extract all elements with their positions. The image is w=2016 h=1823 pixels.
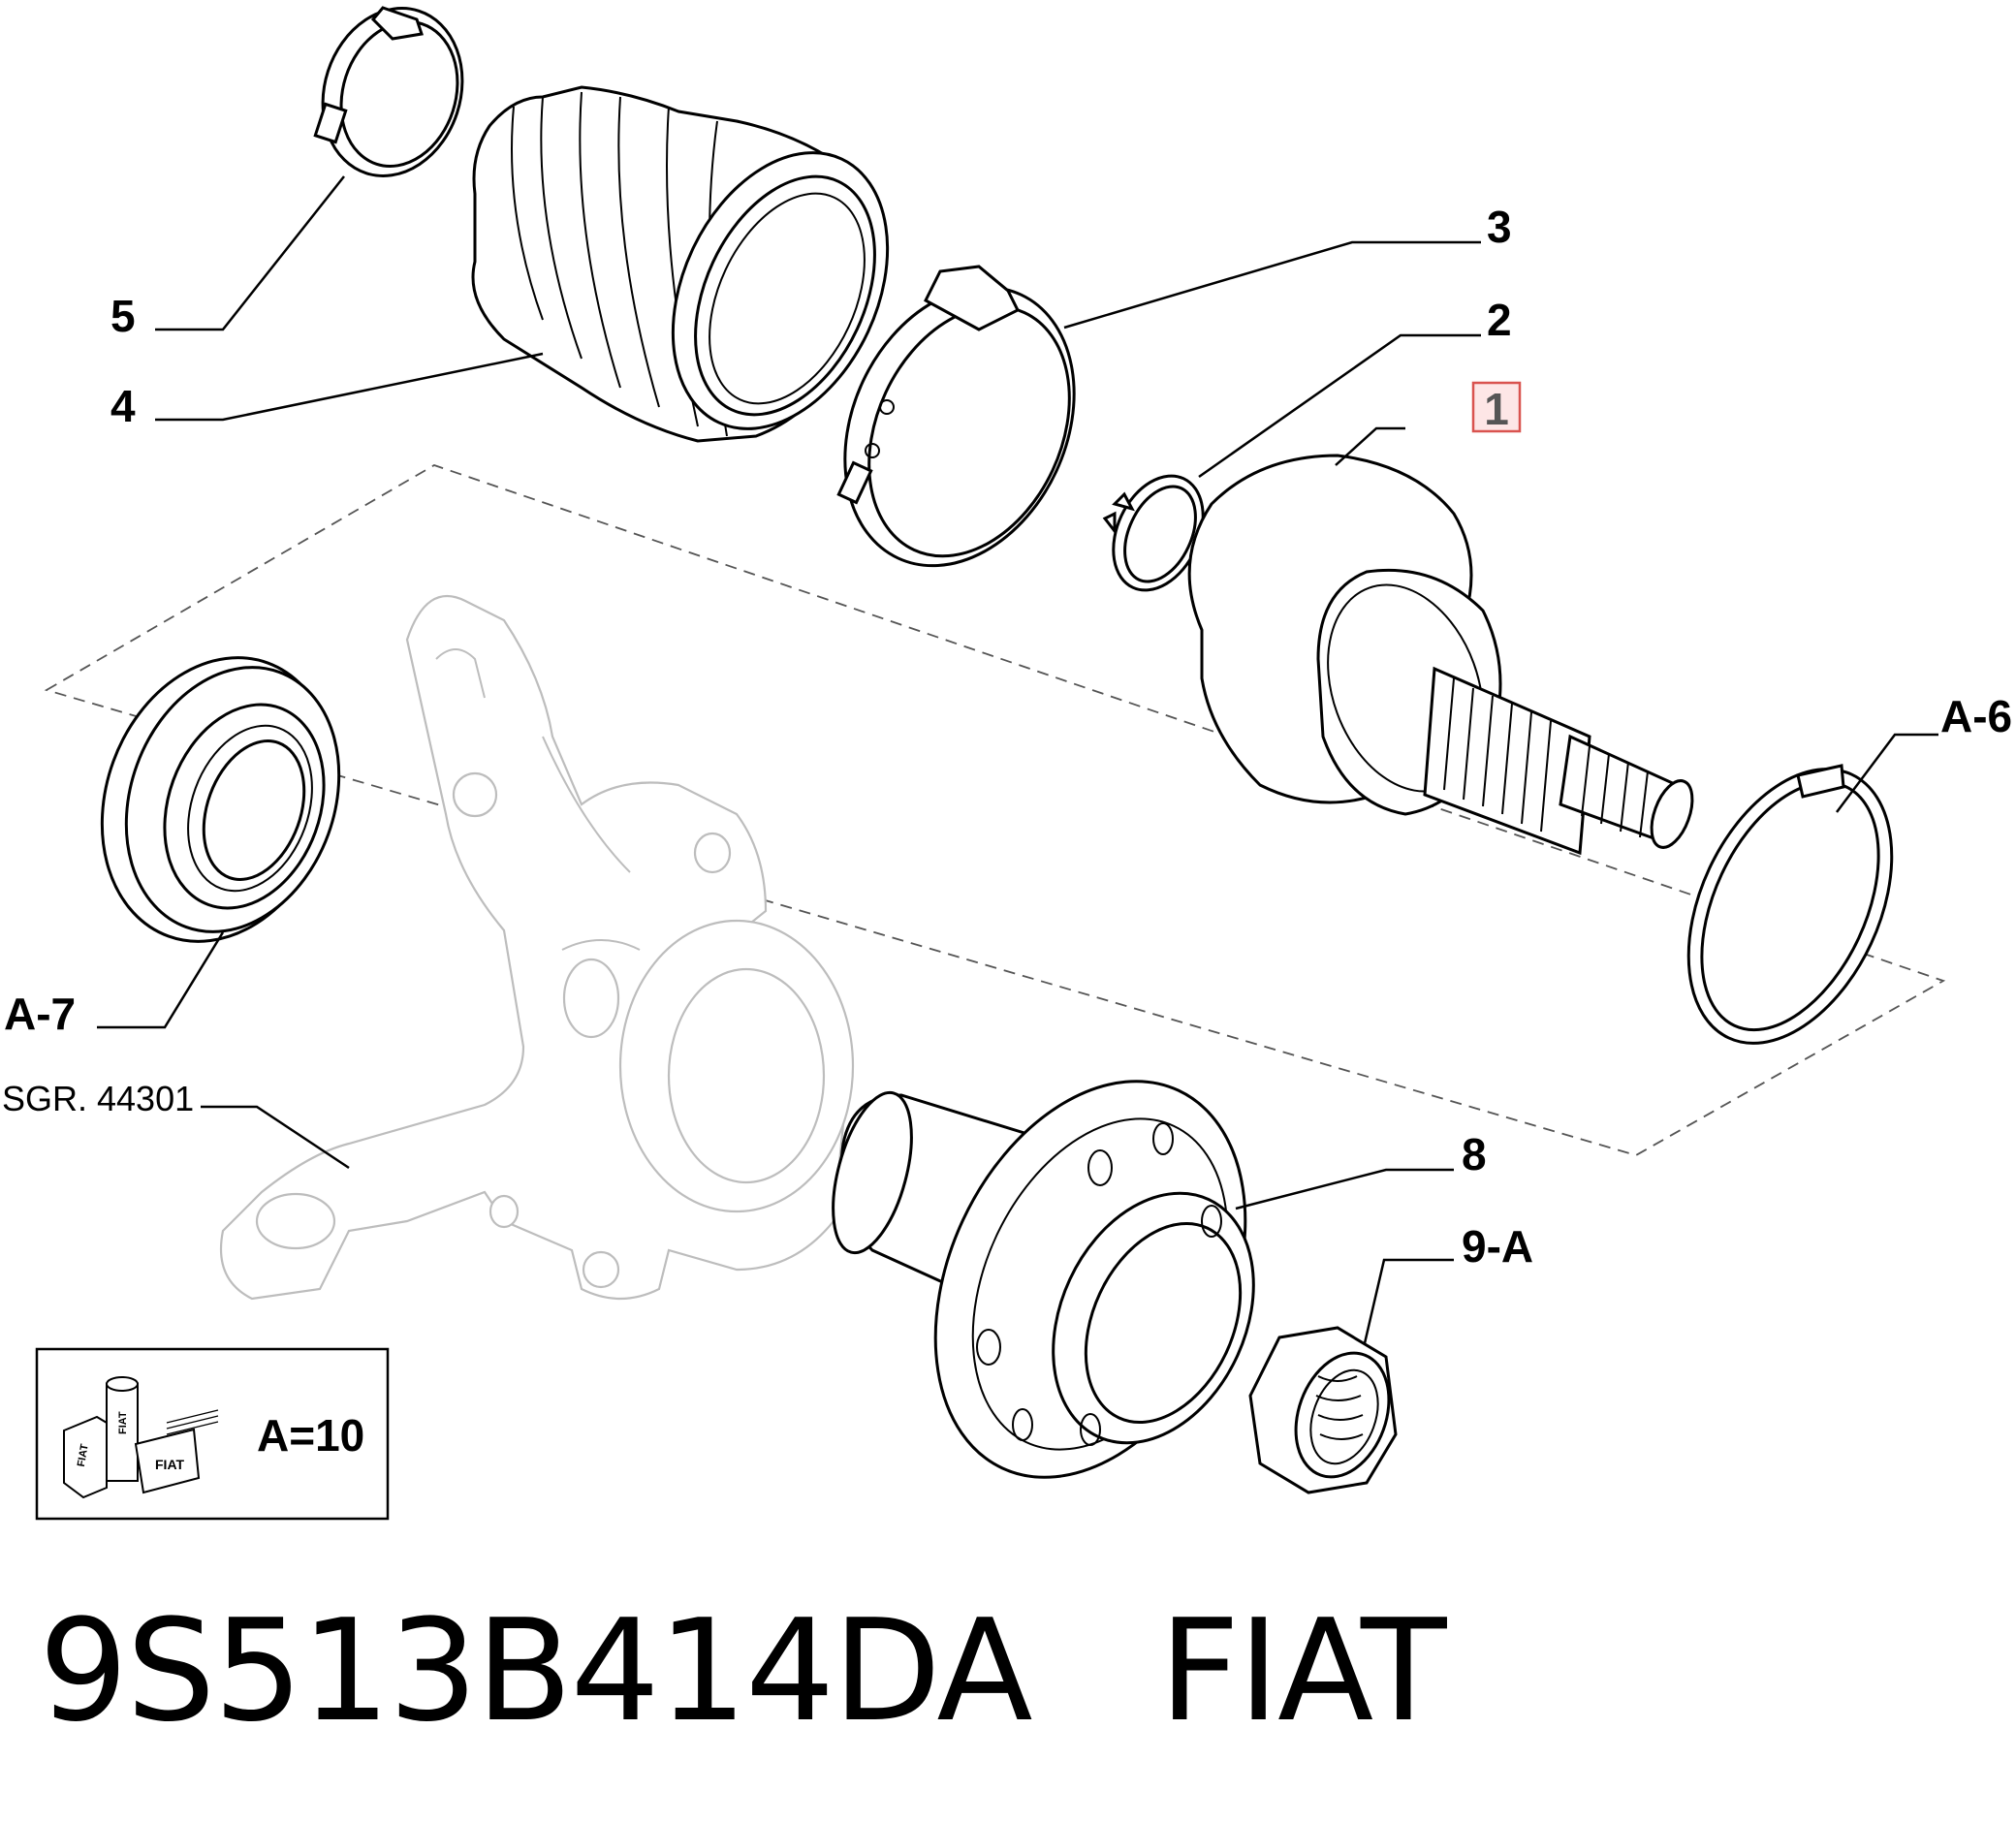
svg-text:FIAT: FIAT xyxy=(76,1443,91,1468)
callout-a6[interactable]: A-6 xyxy=(1940,691,2012,741)
part-5-small-clamp xyxy=(313,6,464,177)
fiat-grease-tube-icon: FIAT FIAT FIAT xyxy=(63,1376,219,1499)
part-a6-snap-ring xyxy=(1686,764,1894,1045)
svg-text:FIAT: FIAT xyxy=(155,1457,185,1472)
assembly-boundary-dashed xyxy=(44,464,1946,1156)
part-3-large-clamp xyxy=(836,265,1076,568)
part-number: 9S513B414DA xyxy=(39,1589,1033,1753)
svg-text:FIAT: FIAT xyxy=(117,1411,129,1434)
part-a7-bearing xyxy=(100,656,341,943)
callout-4[interactable]: 4 xyxy=(110,381,136,431)
callout-3[interactable]: 3 xyxy=(1487,202,1512,252)
part-9a-hub-nut xyxy=(1248,1326,1398,1494)
part-1-cv-joint xyxy=(1187,454,1694,856)
steering-knuckle-ghost xyxy=(219,595,855,1301)
leader-lines xyxy=(97,175,1938,1344)
callout-2[interactable]: 2 xyxy=(1487,295,1512,345)
brand-name: FIAT xyxy=(1158,1589,1447,1753)
callout-sgr[interactable]: SGR. 44301 xyxy=(2,1079,194,1118)
callout-a7[interactable]: A-7 xyxy=(4,989,76,1039)
torque-legend-value: A=10 xyxy=(257,1410,364,1461)
callout-9a[interactable]: 9-A xyxy=(1462,1221,1533,1272)
part-number-footer: 9S513B414DA FIAT xyxy=(39,1589,1447,1753)
callout-1[interactable]: 1 xyxy=(1484,384,1509,434)
callout-8[interactable]: 8 xyxy=(1462,1129,1487,1179)
part-4-cv-boot xyxy=(471,85,890,443)
callout-1-highlight-box xyxy=(1471,381,1522,433)
torque-legend-box: FIAT FIAT FIAT A=10 xyxy=(35,1347,390,1521)
part-8-wheel-hub xyxy=(832,1080,1255,1479)
callout-5[interactable]: 5 xyxy=(110,291,136,341)
